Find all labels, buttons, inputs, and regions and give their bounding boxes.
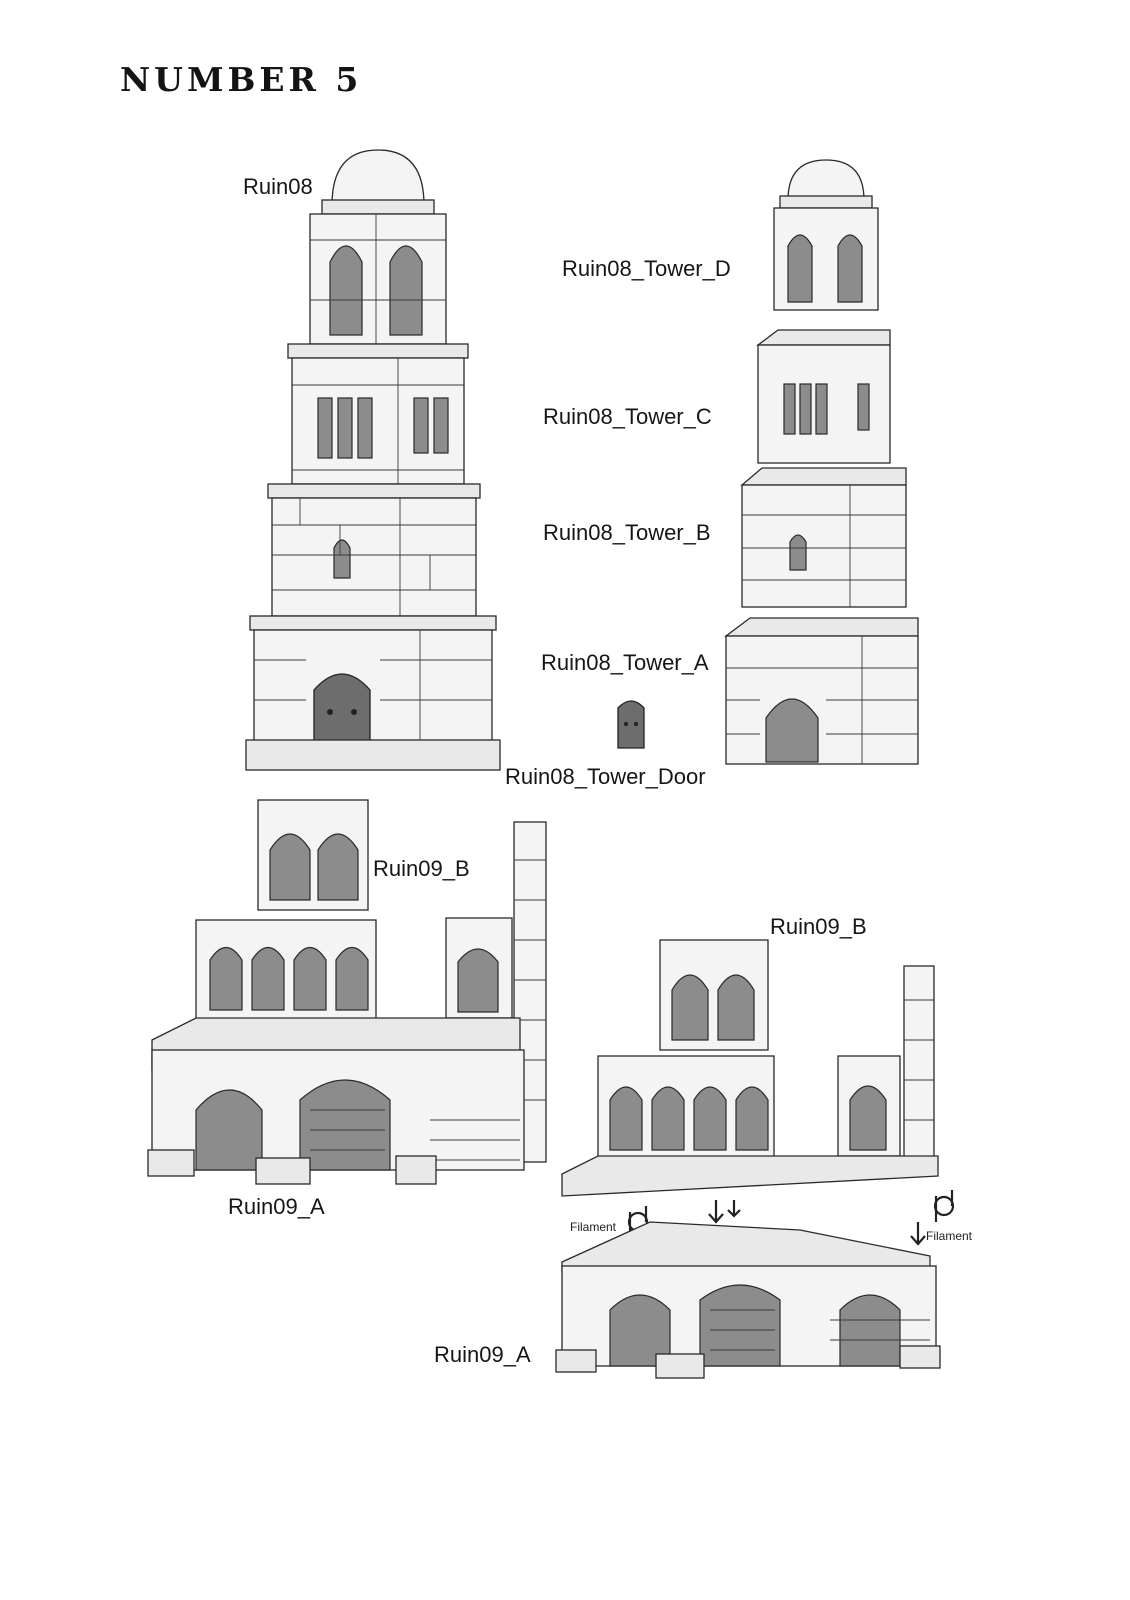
label-tower-d: Ruin08_Tower_D <box>562 256 731 281</box>
ruin09-right-b-illustration <box>561 939 939 1197</box>
label-tower-door: Ruin08_Tower_Door <box>505 764 706 789</box>
down-arrow-icon <box>910 1222 926 1246</box>
tower-c-illustration <box>756 329 891 464</box>
tower-b-illustration <box>740 467 907 608</box>
label-ruin09-a-right: Ruin09_A <box>434 1342 531 1367</box>
label-filament-left: Filament <box>570 1220 617 1234</box>
label-tower-c: Ruin08_Tower_C <box>543 404 712 429</box>
label-ruin09-b-right: Ruin09_B <box>770 914 867 939</box>
label-ruin09-b-left: Ruin09_B <box>373 856 470 881</box>
page-heading: NUMBER 5 <box>120 60 363 99</box>
label-tower-a: Ruin08_Tower_A <box>541 650 709 675</box>
label-filament-right: Filament <box>926 1229 973 1243</box>
label-ruin08: Ruin08 <box>243 174 313 199</box>
tower-d-illustration <box>773 159 879 311</box>
down-arrow-icon <box>708 1200 724 1224</box>
filament-spool-icon <box>933 1190 955 1222</box>
label-ruin09-a-left: Ruin09_A <box>228 1194 325 1219</box>
ruin08-tower-illustration <box>245 149 501 771</box>
tower-door-illustration <box>617 700 645 749</box>
label-tower-b: Ruin08_Tower_B <box>543 520 711 545</box>
down-arrow-icon <box>727 1200 741 1218</box>
ruin09-right-a-illustration <box>555 1221 941 1379</box>
tower-a-illustration <box>724 617 919 765</box>
ruin09-left-illustration <box>147 799 547 1185</box>
